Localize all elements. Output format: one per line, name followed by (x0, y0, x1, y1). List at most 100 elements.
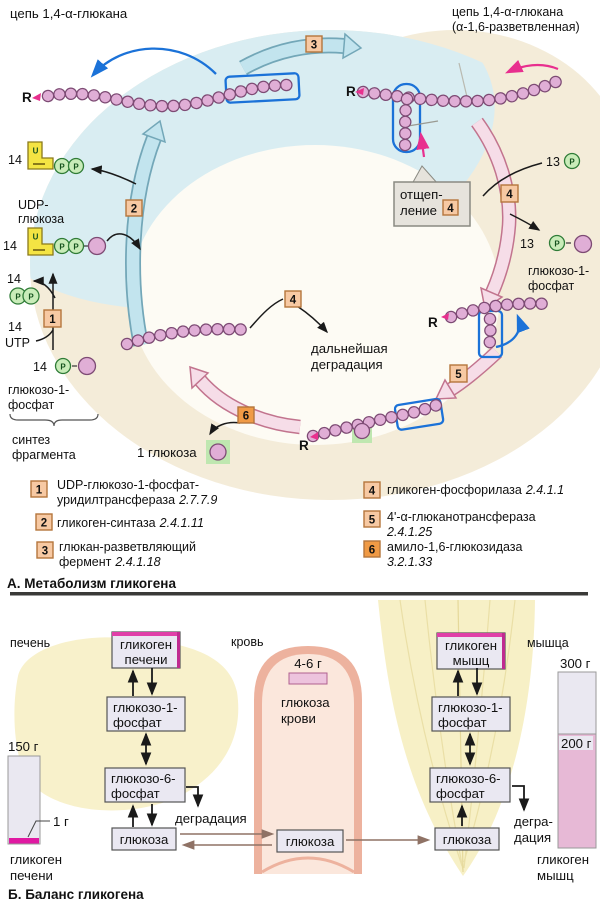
line-utp-feed (35, 329, 54, 342)
magenta-arrow-cleave (416, 131, 430, 158)
muscle-bar-total: 300 г (560, 656, 591, 671)
caption-a: А. Метаболизм гликогена (7, 576, 176, 591)
count-14: 14 (8, 153, 22, 167)
p-letter: P (28, 293, 34, 302)
chain-branch-vertical (398, 92, 414, 155)
svg-text:5: 5 (455, 369, 462, 381)
chain-debranched (120, 322, 255, 351)
svg-text:мышц: мышц (537, 868, 574, 883)
p-letter: P (15, 293, 21, 302)
count-14: 14 (8, 320, 22, 334)
svg-text:3: 3 (311, 40, 317, 52)
arrow-transferase-5 (434, 346, 502, 400)
magenta-arrow-degrade-direction (505, 59, 559, 74)
svg-text:гликоген: гликоген (445, 638, 497, 653)
r-label-2: R (346, 84, 356, 99)
svg-text:печени: печени (125, 652, 168, 667)
section-divider (10, 592, 588, 596)
chain-bottom (306, 398, 444, 443)
step-box-4-right: 4 (500, 184, 519, 203)
branch-glucose-bead (353, 422, 371, 440)
svg-text:фосфат: фосфат (113, 715, 162, 730)
cleave-label-1: отщеп- (400, 187, 443, 202)
arrow-udp-release (90, 165, 137, 185)
step-box-1: 1 (43, 309, 62, 328)
svg-text:2.4.1.25: 2.4.1.25 (386, 525, 432, 539)
step-box-5: 5 (449, 364, 468, 383)
title-right-line1: цепь 1,4-α-глюкана (452, 5, 563, 19)
organ-label-liver: печень (10, 636, 50, 650)
step-box-6: 6 (237, 406, 255, 424)
svg-text:1: 1 (49, 314, 56, 326)
arrow-further-degradation (296, 305, 328, 334)
r-label-3: R (428, 315, 438, 330)
line-phosphate-feed (482, 162, 543, 197)
svg-text:фосфат: фосфат (436, 786, 485, 801)
r-marker-4 (310, 432, 318, 440)
svg-text:глюкоза: глюкоза (443, 832, 492, 847)
g1p-right-label-2: фосфат (528, 279, 574, 293)
p-letter: P (73, 163, 79, 172)
legend-item-6: 6 амило-1,6-глюкозидаза 3.2.1.33 (363, 540, 523, 569)
svg-text:4'-α-глюканотрансфераза: 4'-α-глюканотрансфераза (387, 510, 536, 524)
r-label-4: R (299, 438, 309, 453)
svg-text:фосфат: фосфат (111, 786, 160, 801)
udp-molecule: U P P (27, 141, 85, 175)
blood-glucose-amount: 4-6 г (294, 656, 322, 671)
cleave-label-2: ление (400, 203, 437, 218)
liver-glycogen-box: гликоген печени (111, 631, 181, 669)
liver-g1p-box: глюкозо-1- фосфат (106, 696, 186, 732)
svg-text:глюкозо-1-: глюкозо-1- (113, 700, 178, 715)
further-degradation-1: дальнейшая (311, 341, 388, 356)
title-left: цепь 1,4-α-глюкана (10, 6, 128, 21)
synthesis-label-2: фрагмента (12, 448, 76, 462)
step-box-4-mid: 4 (284, 290, 302, 308)
p-letter: P (59, 243, 65, 252)
svg-text:6: 6 (369, 545, 375, 557)
step-box-2: 2 (125, 199, 143, 217)
arrow-g1p-out (509, 213, 541, 231)
organ-label-blood: кровь (231, 635, 264, 649)
g1p-label-1: глюкозо-1- (8, 383, 69, 397)
highlight-box-limit-branch (477, 309, 504, 359)
udp-glucose-label-1: UDP- (18, 198, 49, 212)
blood-glucose-box: глюкоза (276, 829, 344, 853)
synthesis-label-1: синтез (12, 433, 50, 447)
g1p-molecule-right: P (548, 234, 593, 254)
liver-bar-total: 150 г (8, 739, 39, 754)
p-letter: P (73, 243, 79, 252)
further-degradation-2: деградация (311, 357, 383, 372)
svg-text:глюкозо-1-: глюкозо-1- (438, 700, 503, 715)
tick-branch-cut (407, 120, 439, 127)
brace-synthesis (9, 413, 99, 427)
svg-text:фосфат: фосфат (438, 715, 487, 730)
arrow-udpglucose-feed (106, 233, 141, 251)
p-letter: P (59, 163, 65, 172)
count-14: 14 (3, 239, 17, 253)
g1p-right-label-1: глюкозо-1- (528, 264, 589, 278)
u-letter: U (33, 147, 39, 156)
liver-bar-min: 1 г (53, 814, 69, 829)
blue-arrow-chain-growth (90, 47, 217, 78)
r-marker-2 (355, 88, 364, 95)
chain-limit-branch (482, 312, 497, 358)
g1p-label-2: фосфат (8, 398, 54, 412)
svg-text:5: 5 (369, 515, 376, 527)
g1p-molecule-left: P (54, 356, 97, 376)
arrow-branching-3 (239, 32, 363, 76)
r-label-1: R (22, 90, 32, 105)
p-letter: P (60, 363, 66, 372)
utp-label: UTP (5, 336, 30, 350)
p-letter: P (569, 158, 575, 167)
count-14: 14 (33, 360, 47, 374)
svg-text:2: 2 (131, 204, 137, 216)
legend-item-5: 5 4'-α-глюканотрансфераза 2.4.1.25 (363, 510, 536, 539)
svg-text:мышц: мышц (453, 653, 490, 668)
